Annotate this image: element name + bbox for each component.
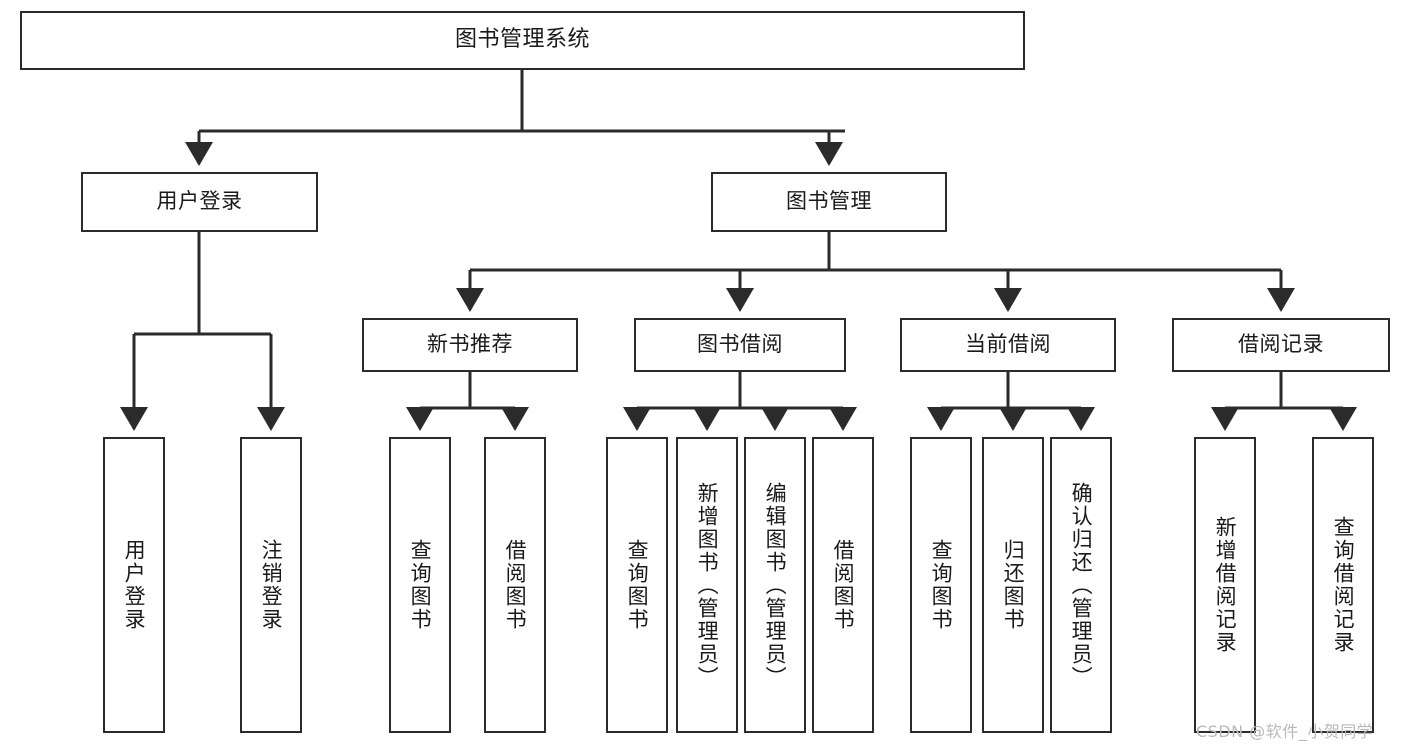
node-label: 新书推荐: [427, 332, 513, 357]
node-label: 查询借阅记录: [1331, 516, 1356, 654]
csdn-watermark: CSDN @软件_小贺同学: [1196, 722, 1374, 741]
node-current-borrowing[interactable]: 当前借阅: [900, 318, 1116, 372]
leaf-query-book-new[interactable]: 查询图书: [389, 437, 451, 733]
node-label: 确认归还（管理员）: [1069, 481, 1094, 689]
edge-newbook-to-leaves: [406, 372, 529, 431]
leaf-return-book[interactable]: 归还图书: [982, 437, 1044, 733]
node-book-management[interactable]: 图书管理: [711, 172, 947, 232]
leaf-add-borrow-record[interactable]: 新增借阅记录: [1194, 437, 1256, 733]
leaf-query-book-current[interactable]: 查询图书: [910, 437, 972, 733]
node-label: 编辑图书（管理员）: [763, 481, 788, 689]
leaf-edit-book-admin[interactable]: 编辑图书（管理员）: [744, 437, 806, 733]
node-label: 借阅记录: [1238, 332, 1324, 357]
node-book-borrowing[interactable]: 图书借阅: [634, 318, 846, 372]
leaf-query-borrow-record[interactable]: 查询借阅记录: [1312, 437, 1374, 733]
node-label: 新增图书（管理员）: [695, 481, 720, 689]
node-label: 用户登录: [122, 539, 147, 631]
edge-root-to-level2: [185, 70, 845, 166]
leaf-user-login[interactable]: 用户登录: [103, 437, 165, 733]
edge-userlogin-to-leaves: [120, 232, 285, 431]
node-label: 借阅图书: [831, 539, 856, 631]
edge-borrowrecord-to-leaves: [1211, 372, 1357, 431]
edge-bookmanage-to-level3: [456, 232, 1295, 312]
node-label: 注销登录: [259, 539, 284, 631]
leaf-query-book-borrow[interactable]: 查询图书: [606, 437, 668, 733]
node-label: 图书管理系统: [454, 27, 590, 53]
node-root-system[interactable]: 图书管理系统: [20, 11, 1025, 70]
node-label: 新增借阅记录: [1213, 516, 1238, 654]
leaf-add-book-admin[interactable]: 新增图书（管理员）: [676, 437, 738, 733]
node-label: 图书借阅: [697, 332, 783, 357]
edge-bookborrow-to-leaves: [623, 372, 857, 431]
node-new-book-recommendation[interactable]: 新书推荐: [362, 318, 578, 372]
node-label: 用户登录: [156, 189, 243, 214]
node-label: 查询图书: [408, 539, 433, 631]
node-label: 当前借阅: [965, 332, 1051, 357]
node-label: 图书管理: [786, 189, 872, 214]
leaf-borrow-book-new[interactable]: 借阅图书: [484, 437, 546, 733]
node-label: 归还图书: [1001, 539, 1026, 631]
leaf-logout[interactable]: 注销登录: [240, 437, 302, 733]
edge-currentborrow-to-leaves: [927, 372, 1095, 431]
leaf-borrow-book[interactable]: 借阅图书: [812, 437, 874, 733]
node-borrow-records[interactable]: 借阅记录: [1172, 318, 1390, 372]
node-label: 查询图书: [625, 539, 650, 631]
node-user-login[interactable]: 用户登录: [81, 172, 318, 232]
node-label: 借阅图书: [503, 539, 528, 631]
leaf-confirm-return-admin[interactable]: 确认归还（管理员）: [1050, 437, 1112, 733]
node-label: 查询图书: [929, 539, 954, 631]
